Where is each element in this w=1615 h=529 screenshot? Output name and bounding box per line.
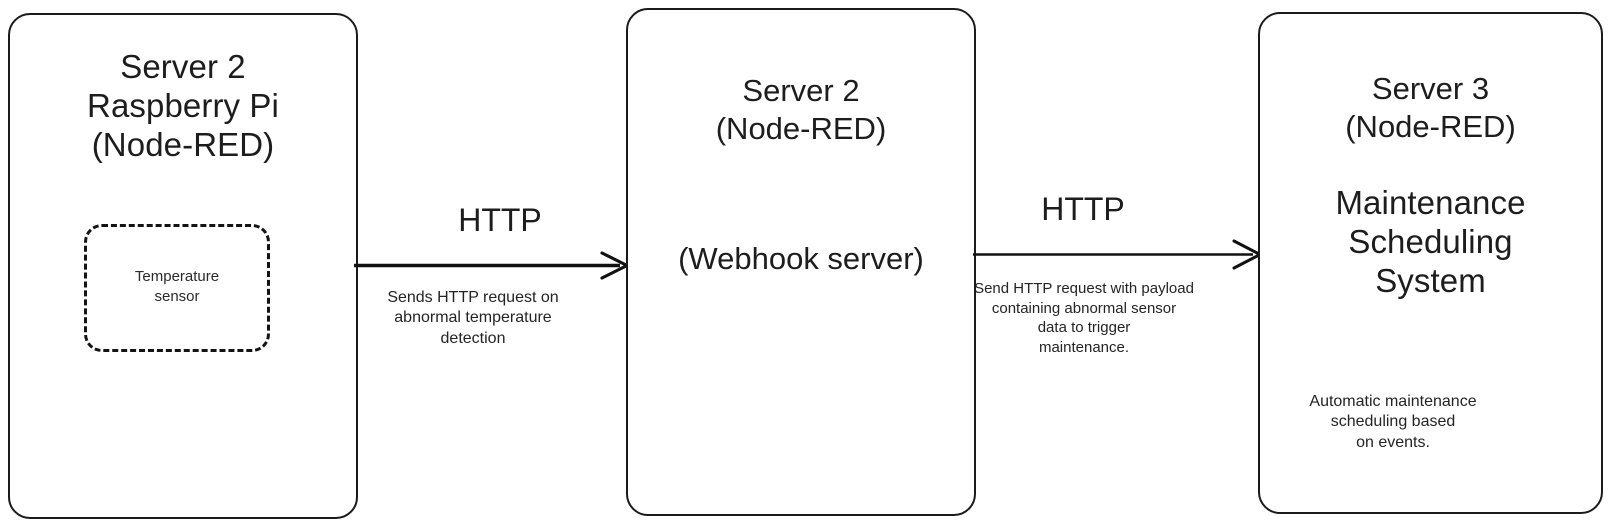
node-server-2-raspberry-pi-title: Server 2 Raspberry Pi (Node-RED) [87,48,279,163]
edge-webhook-to-maintenance-caption: Send HTTP request with payload containin… [974,280,1194,356]
node-server-2-webhook-title: Server 2 (Node-RED) [715,73,887,146]
node-server-2-webhook[interactable] [626,8,976,516]
node-server-3-maintenance[interactable] [1258,12,1603,514]
edge-rpi-to-webhook-protocol: HTTP [458,202,542,238]
temperature-sensor-box[interactable] [84,224,270,352]
edge-rpi-to-webhook-arrow [354,251,629,280]
edge-webhook-to-maintenance-protocol: HTTP [1041,191,1125,227]
node-server-3-maintenance-note: Automatic maintenance scheduling based o… [1309,393,1477,451]
node-server-2-webhook-subtitle: (Webhook server) [678,241,924,276]
edge-webhook-to-maintenance-arrow [973,239,1262,270]
temperature-sensor-label: Temperature sensor [134,268,220,305]
node-server-3-maintenance-title: Server 3 (Node-RED) [1345,71,1516,144]
node-server-3-maintenance-subtitle: Maintenance Scheduling System [1335,184,1526,299]
edge-rpi-to-webhook-caption: Sends HTTP request on abnormal temperatu… [387,289,559,347]
